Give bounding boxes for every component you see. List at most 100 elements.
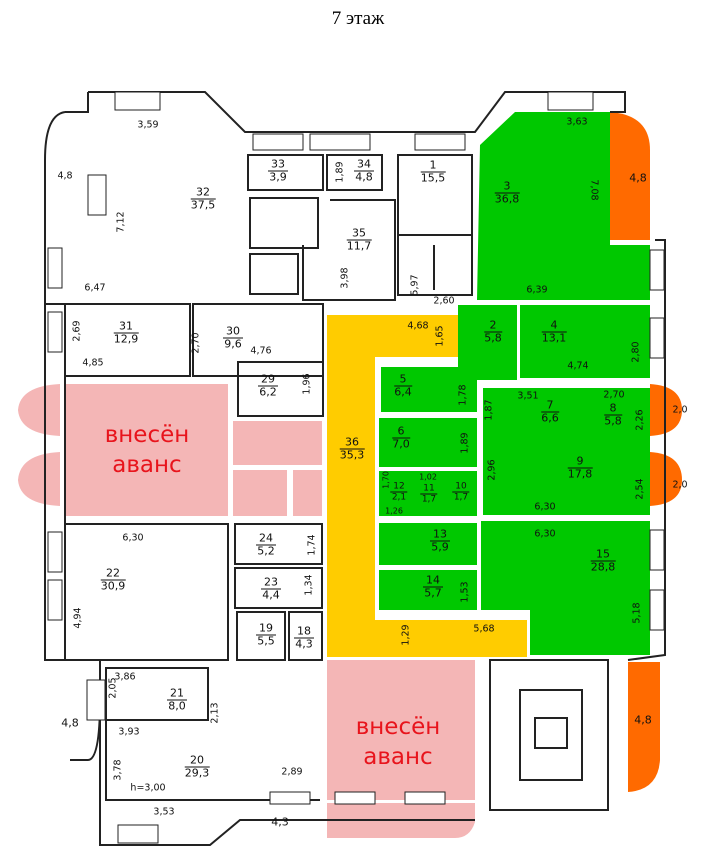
room-area: 5,7 xyxy=(424,586,442,600)
room-number: 24 xyxy=(256,532,276,546)
room-area: 30,9 xyxy=(100,579,126,593)
dimension-label: 6,39 xyxy=(526,284,548,296)
dimension-label: 5,18 xyxy=(631,602,643,624)
room-area: 29,3 xyxy=(184,766,210,780)
floor-title: 7 этаж xyxy=(331,8,385,29)
room-area: 17,8 xyxy=(567,467,593,481)
dimension-label: 2,70 xyxy=(603,389,625,401)
walls xyxy=(44,91,666,846)
dimension-label: 2,96 xyxy=(486,459,498,481)
room-number: 7 xyxy=(541,399,559,413)
room-number: 32 xyxy=(190,186,216,200)
room-number: 18 xyxy=(294,625,314,639)
room-number: 31 xyxy=(113,320,139,334)
dimension-label: 7,08 xyxy=(588,179,600,201)
room-area: 5,5 xyxy=(257,634,275,648)
room-number: 29 xyxy=(258,373,278,387)
dimension-label: 1,65 xyxy=(434,325,446,347)
room-number: 34 xyxy=(354,158,374,172)
room-area: 36,8 xyxy=(494,192,520,206)
dimension-label: 1,53 xyxy=(459,581,471,603)
sold-rooms xyxy=(379,112,650,655)
room-area: 6,6 xyxy=(541,411,559,425)
room-area: 15,5 xyxy=(420,171,446,185)
dimension-label: 4,94 xyxy=(72,607,84,629)
dimension-label: 1,96 xyxy=(301,373,313,395)
dimension-label: 1,74 xyxy=(306,534,318,556)
room-number: 1 xyxy=(420,159,446,173)
advance-paid-label: внесён аванс xyxy=(356,712,441,772)
room-number: 6 xyxy=(392,425,410,439)
dimension-label: 3,93 xyxy=(118,726,140,738)
dimension-label: 1,29 xyxy=(400,624,412,646)
dimension-label: 4,8 xyxy=(634,713,652,727)
room-number: 4 xyxy=(541,319,567,333)
dimension-label: 1,89 xyxy=(334,161,346,183)
room-number: 20 xyxy=(184,754,210,768)
room-area: 1,7 xyxy=(453,492,469,503)
dimension-label: 4,3 xyxy=(271,815,289,829)
dimension-label: 4,85 xyxy=(82,357,104,369)
dimension-label: 6,30 xyxy=(122,532,144,544)
dimension-label: 1,34 xyxy=(303,574,315,596)
room-number: 30 xyxy=(223,325,243,339)
dimension-label: 2,0 xyxy=(672,404,688,416)
room-number: 35 xyxy=(346,227,372,241)
room-area: 3,9 xyxy=(269,170,287,184)
dimension-label: 3,59 xyxy=(137,119,159,131)
room-number: 5 xyxy=(394,373,412,387)
dimension-label: 4,74 xyxy=(567,360,589,372)
room-number: 19 xyxy=(256,622,276,636)
room-number: 14 xyxy=(423,574,443,588)
dimension-label: 7,12 xyxy=(115,211,127,233)
dimension-label: 1,87 xyxy=(483,399,495,421)
dimension-label: 3,63 xyxy=(566,116,588,128)
dimension-label: 1,89 xyxy=(459,432,471,454)
dimension-label: 5,68 xyxy=(473,623,495,635)
advance-line-1: внесён xyxy=(104,422,190,448)
room-number: 2 xyxy=(484,319,502,333)
dimension-label: 2,80 xyxy=(630,341,642,363)
room-number: 21 xyxy=(167,687,187,701)
room-area: 5,8 xyxy=(484,331,502,345)
dimension-label: 1,70 xyxy=(381,471,391,489)
advance-areas xyxy=(18,384,475,838)
dimension-label: 6,47 xyxy=(84,282,106,294)
dimension-label: 4,8 xyxy=(61,716,79,730)
dimension-label: 2,05 xyxy=(107,677,119,699)
room-number: 13 xyxy=(430,528,450,542)
dimension-label: 2,70 xyxy=(190,332,202,354)
advance-paid-label: внесён аванс xyxy=(105,420,190,480)
